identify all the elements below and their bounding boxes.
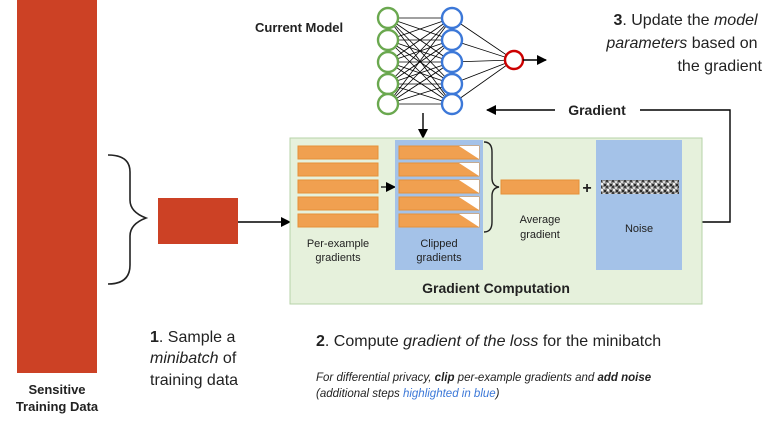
per-example-label-line2: gradients: [315, 252, 361, 264]
per-example-gradient-bar: [297, 213, 379, 228]
per-example-gradient-bar: [297, 145, 379, 160]
clipped-gradients: [398, 145, 480, 228]
sensitive-data-label-line2: Training Data: [16, 399, 99, 414]
noise-panel: [596, 140, 682, 270]
input-node: [376, 92, 400, 116]
per-example-gradient-bar: [297, 162, 379, 177]
average-label-line1: Average: [520, 214, 561, 226]
average-label-line2: gradient: [520, 229, 560, 241]
per-example-gradients: [297, 145, 379, 228]
gradient-computation-label: Gradient Computation: [422, 280, 570, 296]
per-example-label-line1: Per-example: [307, 238, 369, 250]
hidden-node: [440, 92, 464, 116]
input-node: [376, 6, 400, 30]
step1-text: 1. Sample a minibatch of training data: [150, 329, 241, 389]
input-layer: [376, 6, 400, 116]
noise-label: Noise: [625, 223, 653, 235]
input-node: [376, 50, 400, 74]
dp-note-line2: (additional steps highlighted in blue): [316, 388, 500, 400]
hidden-node: [440, 50, 464, 74]
sensitive-data-bar: [17, 0, 97, 373]
sensitive-data-label-line1: Sensitive: [28, 382, 85, 397]
noise-bar: [601, 180, 679, 194]
gradient-label: Gradient: [568, 102, 626, 118]
per-example-gradient-bar: [297, 196, 379, 211]
input-node: [376, 28, 400, 52]
dp-note-line1: For differential privacy, clip per-examp…: [316, 372, 652, 384]
gradient-feedback-path: [640, 109, 731, 223]
average-gradient-bar: [500, 179, 580, 195]
clipped-label-line1: Clipped: [420, 238, 457, 250]
clipped-label-line2: gradients: [416, 252, 462, 264]
minibatch-block: [158, 198, 238, 244]
step2-text: 2. Compute gradient of the loss for the …: [316, 333, 661, 350]
step3-text: 3. Update the model parameters based on …: [605, 12, 762, 75]
hidden-node: [440, 28, 464, 52]
sampling-brace: [107, 154, 149, 285]
output-node: [503, 49, 525, 71]
average-brace: [483, 141, 500, 233]
input-node: [376, 72, 400, 96]
plus-sign: +: [582, 180, 591, 197]
hidden-layer: [440, 6, 464, 116]
hidden-node: [440, 72, 464, 96]
current-model-label: Current Model: [255, 20, 343, 35]
hidden-node: [440, 6, 464, 30]
per-example-gradient-bar: [297, 179, 379, 194]
